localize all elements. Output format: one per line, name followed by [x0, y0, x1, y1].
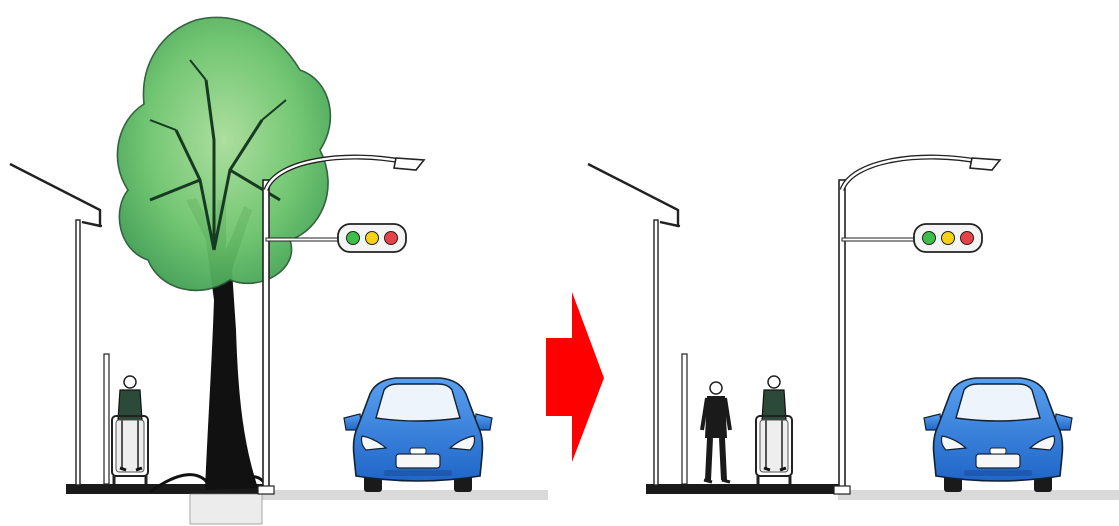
pedestrian [702, 382, 730, 482]
blue-car [924, 378, 1072, 492]
wheelchair-user [756, 376, 792, 484]
building [588, 164, 687, 485]
after-panel [588, 157, 1119, 500]
building [10, 164, 109, 485]
roadside-tree [117, 17, 330, 524]
road-surface [262, 490, 548, 500]
before-panel [10, 17, 548, 524]
road-surface [838, 490, 1119, 500]
wheelchair-user [112, 376, 148, 484]
arrow-icon [546, 292, 604, 462]
blue-car [344, 378, 492, 492]
sidewalk [646, 484, 842, 494]
